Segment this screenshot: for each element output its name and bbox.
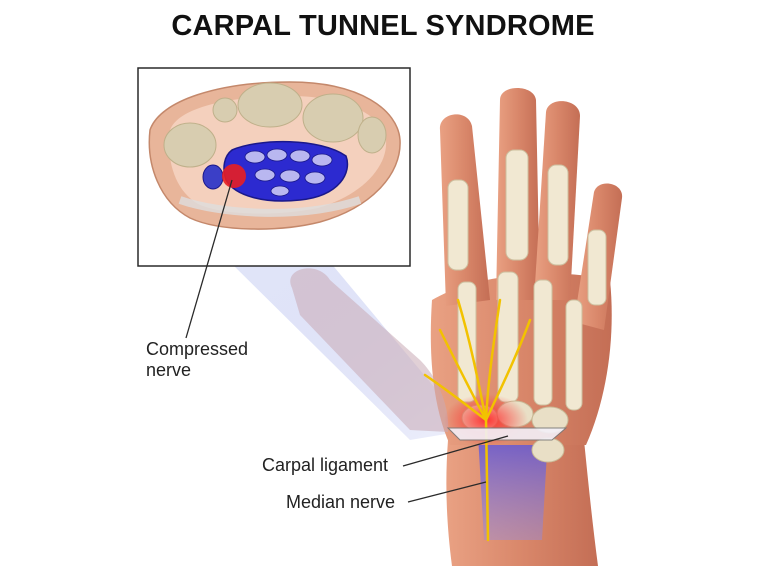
finger-bones [447,149,607,411]
carpal-ligament-band [446,427,568,441]
leader-lines [185,179,509,503]
nerves [423,298,532,542]
leader-median-nerve [407,481,487,503]
page-title: CARPAL TUNNEL SYNDROME [171,10,595,42]
wrist-tunnel [478,435,548,540]
leader-carpal-ligament [402,435,509,467]
thumb [290,268,449,432]
carpal-ligament-label: Carpal ligament [262,455,389,475]
compressed-nerve-label: Compressed nerve [146,339,249,380]
leader-compressed-nerve [185,179,233,339]
cross-section-drawing [148,81,401,230]
median-nerve-label: Median nerve [286,492,396,512]
